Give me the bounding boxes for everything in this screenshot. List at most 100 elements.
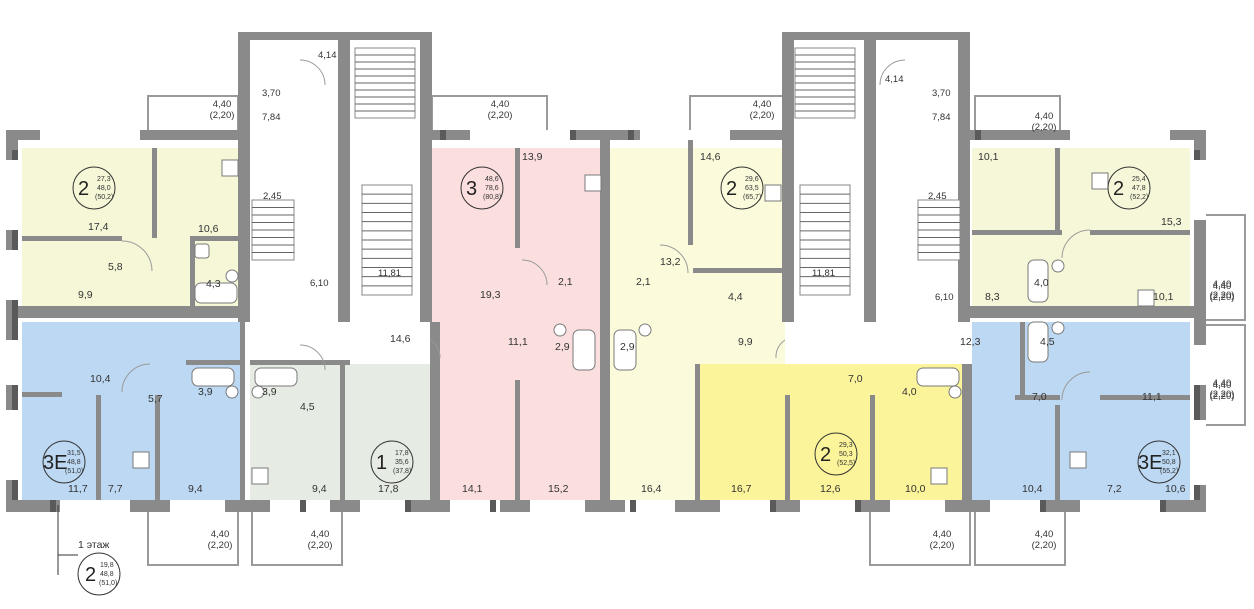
apartment-total-with-balcony: (50,2): [95, 194, 113, 201]
apartment-living-area: 27,3: [97, 176, 111, 183]
room-area-label: 12,6: [820, 483, 841, 495]
room-area-label: 8,3: [985, 291, 1000, 303]
apartment-total-area: 47,8: [1132, 185, 1146, 192]
room-area-label: 9,4: [312, 483, 327, 495]
apartment-badge-circle: [72, 166, 116, 210]
apartment-badge-circle: [370, 440, 414, 484]
corridor-dimension: 2,45: [263, 191, 282, 202]
doors: [121, 59, 1091, 401]
apartment-badge: 2 27,3 48,0 (50,2): [72, 166, 116, 210]
room-area-label: 7,2: [1107, 483, 1122, 495]
balcony-length: 4,40: [1035, 529, 1054, 540]
room-area-label: 4,5: [1040, 336, 1055, 348]
apartment-living-area: 25,4: [1132, 176, 1146, 183]
room-area-label: 7,0: [1032, 391, 1047, 403]
bathroom-fixtures: [132, 159, 1155, 485]
apartment-total-area: 50,8: [1162, 459, 1176, 466]
room-area-label: 16,7: [731, 483, 752, 495]
apartment-total-area: 78,6: [485, 185, 499, 192]
balcony-length: 4,40: [1213, 380, 1232, 391]
corridor-dimension-labels: 4,143,707,842,4511,816,104,143,707,842,4…: [262, 50, 954, 303]
staircases: [251, 47, 961, 296]
apartment-living-area: 48,6: [485, 176, 499, 183]
first-floor-label: 1 этаж: [78, 539, 109, 551]
apartment-room-count: 3Е: [43, 452, 67, 474]
apartment-room-count: 1: [376, 452, 387, 474]
apartment-room-count: 2: [820, 444, 831, 466]
room-area-label: 4,5: [300, 401, 315, 413]
apartment-total-with-balcony: (51,0): [65, 468, 83, 475]
room-area-label: 10,0: [905, 483, 926, 495]
balcony-length: 4,40: [753, 99, 772, 110]
room-area-label: 10,6: [198, 223, 219, 235]
room-area-label: 9,9: [78, 289, 93, 301]
balcony-area: (2,20): [208, 540, 233, 551]
corridor-dimension: 6,10: [310, 278, 329, 289]
apt-3e-b-fill: [972, 322, 1190, 505]
first-floor-room-count: 2: [85, 564, 96, 586]
apartment-total-with-balcony: (52,2): [1130, 194, 1148, 201]
room-area-label: 2,9: [555, 341, 570, 353]
apartment-badge-circle: [720, 166, 764, 210]
room-area-label: 3,9: [262, 386, 277, 398]
apartment-badge: 2 25,4 47,8 (52,2): [1107, 166, 1151, 210]
apartment-total-area: 35,6: [395, 459, 409, 466]
apartment-living-area: 32,1: [1162, 450, 1176, 457]
balcony-length: 4,40: [933, 529, 952, 540]
corridor-dimension: 4,14: [318, 50, 337, 61]
balcony-length: 4,40: [491, 99, 510, 110]
balcony-area: (2,20): [1210, 290, 1235, 301]
apt-2-a-fill: [22, 148, 240, 306]
first-floor-living-area: 19,8: [100, 562, 114, 569]
balcony-length: 4,40: [1213, 378, 1232, 389]
room-area-label: 14,6: [390, 333, 411, 345]
room-area-label: 9,9: [738, 336, 753, 348]
apartment-total-area: 50,3: [839, 451, 853, 458]
balcony-area: (2,20): [488, 110, 513, 121]
balcony-area: (2,20): [750, 110, 775, 121]
apartment-room-count: 2: [78, 178, 89, 200]
apt-3e-a-fill: [22, 322, 240, 505]
room-area-label: 2,1: [636, 276, 651, 288]
room-area-label: 13,2: [660, 256, 681, 268]
first-floor-total-area: 48,8: [100, 571, 114, 578]
first-floor-total-with-balcony: (51,0): [99, 580, 117, 587]
corridor-dimension: 3,70: [932, 88, 951, 99]
balcony-area: (2,20): [1210, 292, 1235, 303]
balcony-labels: 4,40(2,20)4,40(2,20)4,40(2,20)4,40(2,20)…: [208, 99, 1235, 551]
room-area-label: 12,3: [960, 336, 981, 348]
corridor-dimension: 3,70: [262, 88, 281, 99]
room-area-label: 10,4: [1022, 483, 1043, 495]
room-area-label: 9,4: [188, 483, 203, 495]
corridor-dimension: 4,14: [885, 74, 904, 85]
apartment-total-area: 48,8: [67, 459, 81, 466]
room-area-label: 4,0: [902, 386, 917, 398]
balcony-length: 4,40: [1213, 281, 1232, 292]
room-area-label: 5,7: [148, 393, 163, 405]
apt-2-d-fill: [972, 148, 1190, 306]
apartment-total-with-balcony: (80,8): [483, 194, 501, 201]
balcony-length: 4,40: [213, 99, 232, 110]
apartment-total-area: 48,0: [97, 185, 111, 192]
apartment-room-count: 3Е: [1138, 452, 1162, 474]
room-area-label: 10,1: [978, 151, 999, 163]
apartment-badge-circle: [1137, 440, 1181, 484]
room-area-label: 15,2: [548, 483, 569, 495]
corridor-dimension: 2,45: [928, 191, 947, 202]
apartment-badge-circle: [1107, 166, 1151, 210]
room-area-label: 7,0: [848, 373, 863, 385]
apartment-room-count: 2: [1113, 178, 1124, 200]
first-floor-legend: 1 этаж 2 19,8 48,8 (51,0): [57, 505, 121, 596]
room-area-label: 4,0: [1034, 277, 1049, 289]
balcony-length: 4,40: [311, 529, 330, 540]
apartment-living-area: 31,5: [67, 450, 81, 457]
apartment-total-with-balcony: (55,2): [1160, 468, 1178, 475]
room-area-label: 7,7: [108, 483, 123, 495]
